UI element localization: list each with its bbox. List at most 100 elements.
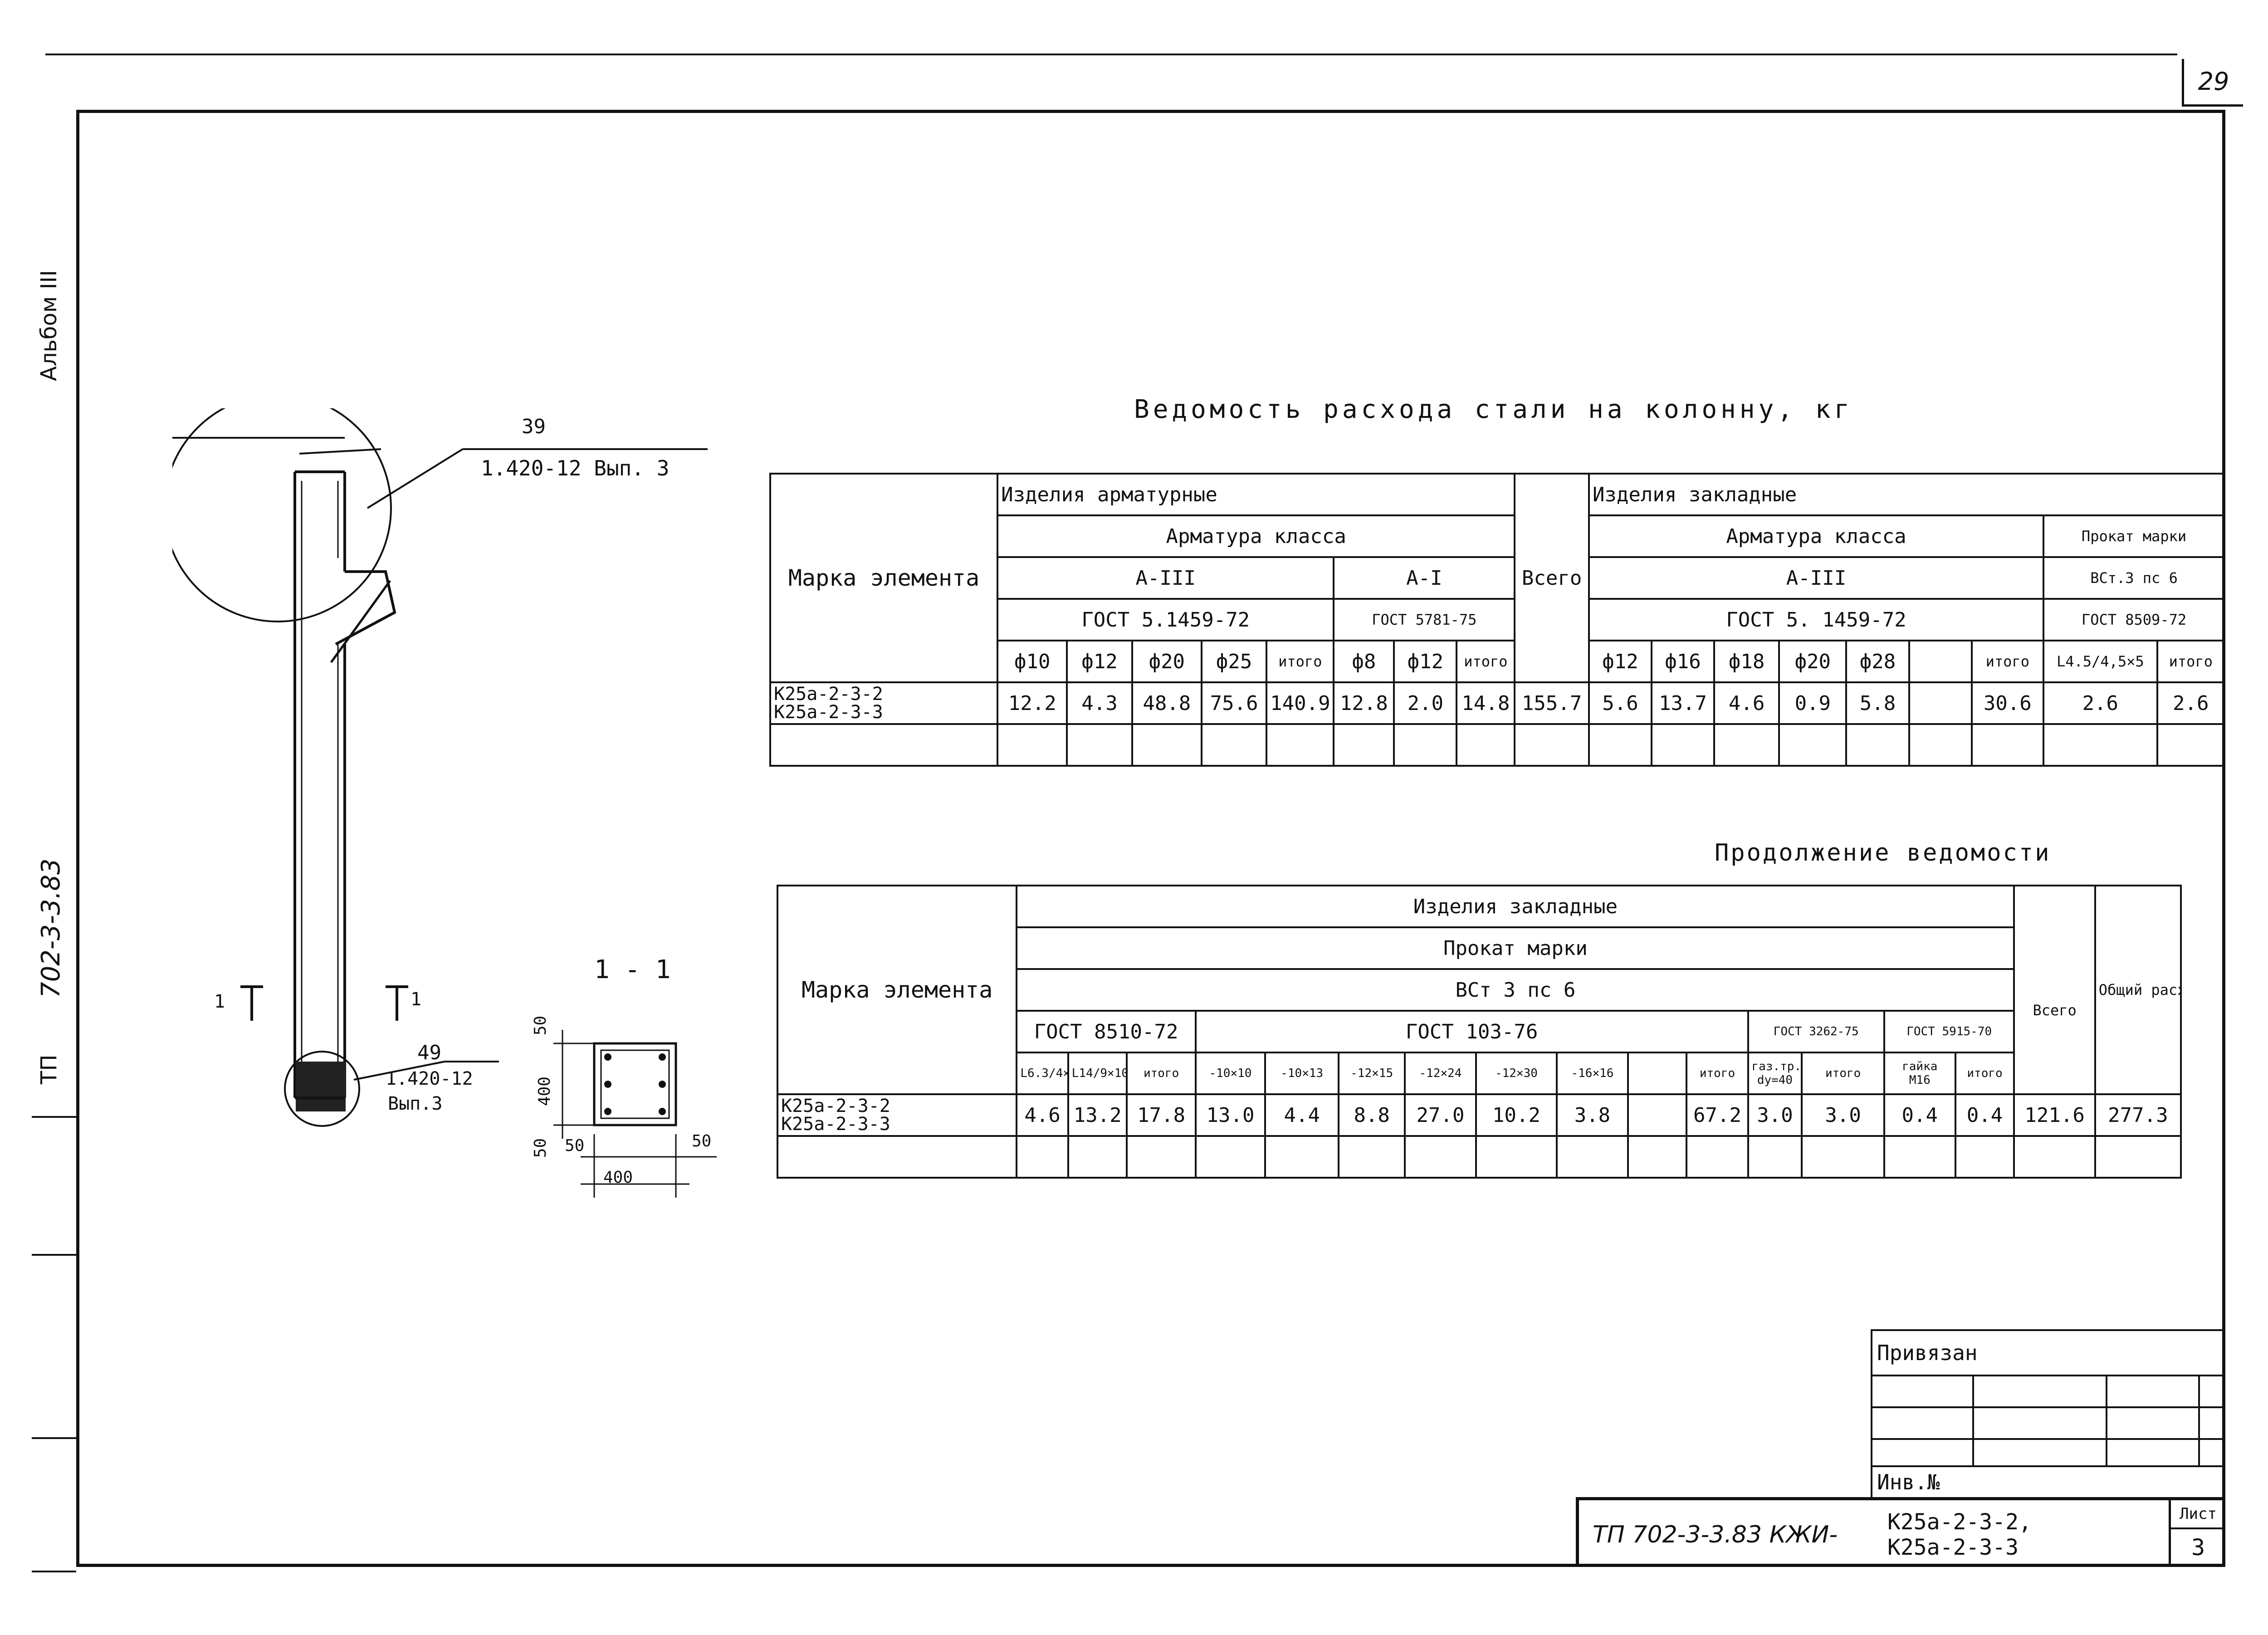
callout-bottom-ref-2: Вып.3: [388, 1093, 443, 1114]
title-block: ТП 702-3-3.83 КЖИ- К25а-2-3-2, К25а-2-3-…: [1576, 1497, 2225, 1567]
t1-header-rolled-mark: ВСт.3 пс 6: [2043, 556, 2225, 600]
sheet-value: 3: [2191, 1534, 2205, 1561]
callout-top-number: 39: [522, 415, 546, 438]
t2-col: L6.3/4×8: [1016, 1052, 1069, 1095]
title-mark-2: К25а-2-3-3: [1887, 1535, 2019, 1560]
t1-header-gost-a1: ГОСТ 5781-75: [1333, 598, 1516, 641]
left-margin-cells: [32, 1116, 76, 1572]
t1-col: [1908, 640, 1973, 683]
t1-cell: 2.6: [2043, 681, 2158, 725]
sheet-box: Лист 3: [2169, 1500, 2225, 1567]
t1-col: ф8: [1333, 640, 1395, 683]
t1-cell: 48.8: [1131, 681, 1203, 725]
t1-cell: 12.2: [997, 681, 1068, 725]
t1-cell: 13.7: [1650, 681, 1716, 725]
t2-col: -12×24: [1404, 1052, 1477, 1095]
sheet-number: 29: [2182, 59, 2243, 107]
t1-col: ф12: [1393, 640, 1458, 683]
t2-header-overall: Общий расход: [2094, 885, 2182, 1095]
album-label: Альбом III: [36, 270, 62, 381]
t1-col: ф16: [1650, 640, 1716, 683]
t1-col: ф18: [1713, 640, 1780, 683]
stamp-inv-label: Инв.№: [1871, 1465, 2225, 1499]
dim-50-right: 50: [692, 1132, 712, 1150]
t1-col: итого: [2156, 640, 2226, 683]
t1-col: итого: [1266, 640, 1335, 683]
dim-50-top: 50: [531, 1015, 550, 1036]
t2-cell: [1627, 1093, 1688, 1137]
project-prefix-vertical: ТП: [36, 1054, 62, 1084]
detail-circle-bottom: [284, 1051, 360, 1127]
section-title: 1 - 1: [594, 955, 671, 984]
t2-header-embedded: Изделия закладные: [1016, 885, 2015, 928]
t1-cell: 0.9: [1778, 681, 1848, 725]
top-border-line: [45, 54, 2177, 55]
t1-header-total: Всего: [1514, 473, 1590, 683]
t1-cell: 14.8: [1456, 681, 1516, 725]
t2-col: -12×15: [1338, 1052, 1406, 1095]
sheet-label: Лист: [2171, 1500, 2225, 1529]
t1-cell: 30.6: [1970, 681, 2045, 725]
t2-cell: 0.4: [1883, 1093, 1956, 1137]
t2-cell: 27.0: [1404, 1093, 1477, 1137]
t2-cell: 4.4: [1264, 1093, 1340, 1137]
drawing-frame: [76, 110, 2225, 1567]
t1-col: ф10: [997, 640, 1068, 683]
t1-cell: 140.9: [1266, 681, 1335, 725]
t1-col: ф20: [1131, 640, 1203, 683]
stamp-bound-label: Привязан: [1871, 1329, 2225, 1376]
table1-title: Ведомость расхода стали на колонну, кг: [1134, 395, 1853, 424]
table2-title: Продолжение ведомости: [1715, 839, 2051, 866]
t1-header-embedded: Изделия закладные: [1588, 473, 2226, 516]
section-mark-right: 1: [411, 989, 422, 1010]
t2-cell: 4.6: [1016, 1093, 1069, 1137]
t2-col: газ.тр. dу=40: [1747, 1052, 1803, 1095]
t2-header-gost1: ГОСТ 8510-72: [1016, 1010, 1197, 1053]
t2-col: итого: [1686, 1052, 1749, 1095]
t2-cell: 277.3: [2094, 1093, 2182, 1137]
t1-row-marks: К25а-2-3-2 К25а-2-3-3: [769, 681, 999, 725]
t1-cell: 2.0: [1393, 681, 1458, 725]
t2-col: итого: [1801, 1052, 1885, 1095]
t1-col: L4.5/4,5×5: [2043, 640, 2158, 683]
dim-400-horizontal: 400: [603, 1168, 633, 1187]
callout-bottom-ref-1: 1.420-12: [386, 1068, 473, 1089]
t1-col: ф25: [1201, 640, 1268, 683]
t2-cell: 10.2: [1475, 1093, 1558, 1137]
t2-cell: 13.0: [1194, 1093, 1266, 1137]
t2-col: -12×30: [1475, 1052, 1558, 1095]
t2-header-total: Всего: [2013, 927, 2096, 1095]
t2-header-gost3: ГОСТ 3262-75: [1747, 1010, 1885, 1053]
t2-row-marks: К25а-2-3-2 К25а-2-3-3: [776, 1093, 1018, 1137]
t1-header-gost-a3: ГОСТ 5.1459-72: [997, 598, 1335, 641]
t2-cell: 121.6: [2013, 1093, 2096, 1137]
t2-col: гайка М16: [1883, 1052, 1956, 1095]
continuation-table: Марка элемента Изделия закладные Общий р…: [776, 885, 2182, 1179]
t1-col: итого: [1970, 640, 2045, 683]
t1-cell: 155.7: [1514, 681, 1590, 725]
t1-cell: 4.6: [1713, 681, 1780, 725]
t2-header-gost4: ГОСТ 5915-70: [1883, 1010, 2015, 1053]
t1-header-emb-armature: Арматура класса: [1588, 514, 2045, 558]
steel-table: Марка элемента Изделия арматурные Всего …: [769, 473, 2226, 767]
section-mark-left: 1: [214, 991, 225, 1012]
detail-circle-top: [172, 408, 392, 622]
callout-top-ref: 1.420-12 Вып. 3: [481, 456, 670, 480]
dim-50-bottom: 50: [531, 1138, 550, 1158]
t1-cell: 5.8: [1845, 681, 1910, 725]
t1-cell: 2.6: [2156, 681, 2226, 725]
t2-col: -16×16: [1556, 1052, 1629, 1095]
t1-col: ф20: [1778, 640, 1848, 683]
t1-cell: 5.6: [1588, 681, 1652, 725]
dim-50-left: 50: [565, 1136, 585, 1155]
t1-header-mark: Марка элемента: [769, 473, 999, 683]
callout-bottom-number: 49: [417, 1041, 441, 1064]
t1-col: ф12: [1066, 640, 1133, 683]
t1-cell: 4.3: [1066, 681, 1133, 725]
t1-header-a3: А-III: [997, 556, 1335, 600]
t2-col: L14/9×10: [1067, 1052, 1128, 1095]
t2-cell: 3.8: [1556, 1093, 1629, 1137]
title-marks: К25а-2-3-2, К25а-2-3-3: [1887, 1509, 2032, 1560]
t2-col: итого: [1126, 1052, 1197, 1095]
t1-header-emb-gost: ГОСТ 5. 1459-72: [1588, 598, 2045, 641]
